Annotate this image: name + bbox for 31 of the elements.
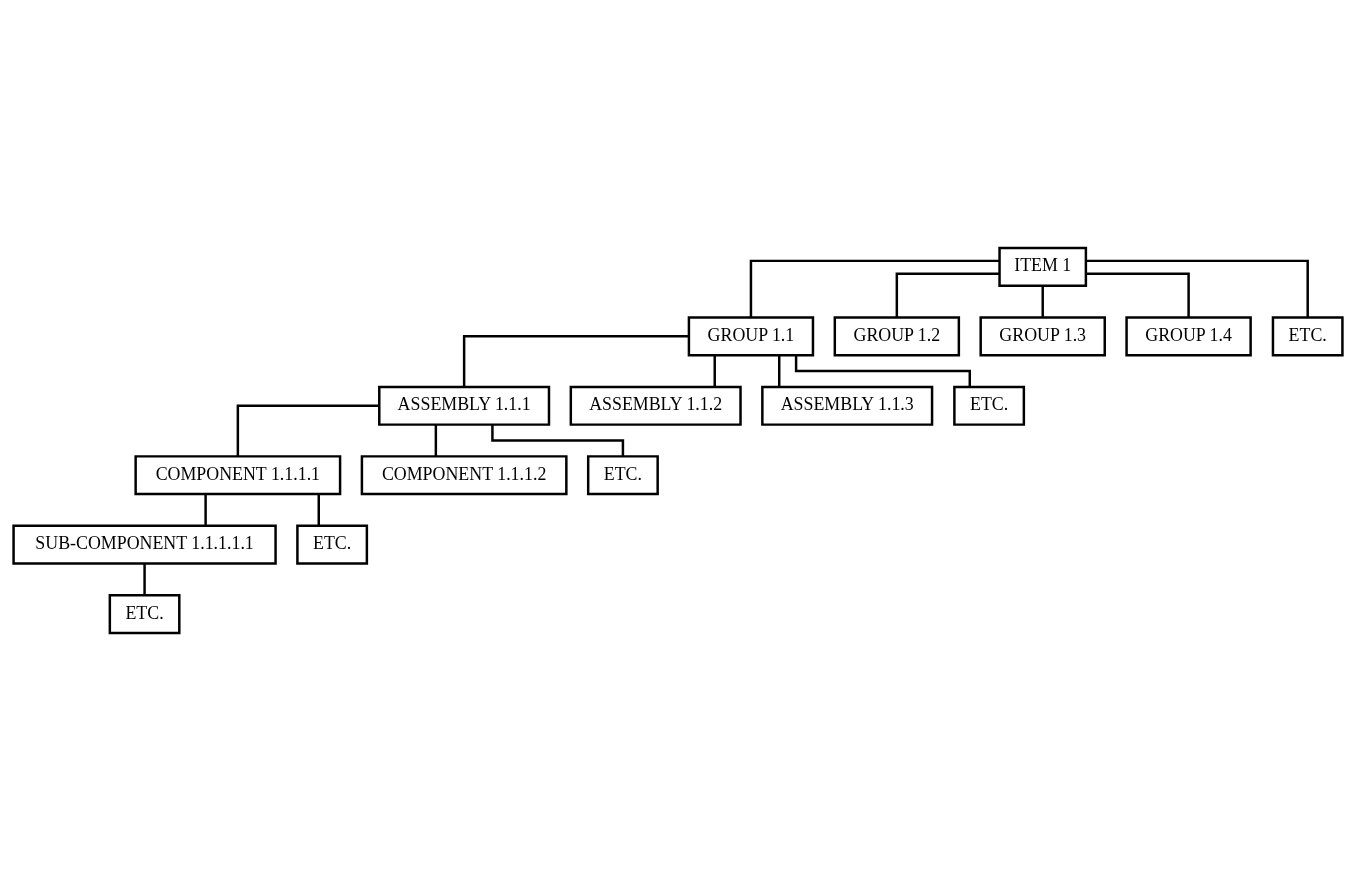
connector — [1041, 285, 1044, 318]
connector — [462, 335, 689, 387]
connector — [713, 355, 716, 387]
connector — [204, 494, 207, 526]
connector — [317, 494, 320, 526]
connector — [434, 424, 438, 457]
node-box: ETC. — [586, 455, 659, 496]
node-box: ETC. — [1271, 316, 1344, 357]
node-box: ASSEMBLY 1.1.3 — [761, 385, 934, 426]
node-box: ETC. — [953, 385, 1026, 426]
node-box: SUB-COMPONENT 1.1.1.1.1 — [12, 524, 277, 565]
node-box: GROUP 1.4 — [1125, 316, 1252, 357]
connector — [749, 259, 1000, 318]
connector — [143, 563, 146, 596]
node-box: ETC. — [108, 594, 181, 635]
node-box: ASSEMBLY 1.1.2 — [569, 385, 742, 426]
connector — [895, 272, 1000, 318]
node-box: GROUP 1.3 — [979, 316, 1106, 357]
connector — [491, 424, 625, 457]
connector — [1086, 259, 1309, 318]
node-box: GROUP 1.2 — [833, 316, 961, 357]
node-box: GROUP 1.1 — [687, 316, 815, 357]
connector — [1086, 272, 1190, 318]
connector — [236, 404, 380, 457]
node-box: ASSEMBLY 1.1.1 — [378, 385, 551, 426]
connector — [778, 355, 781, 387]
node-box: ETC. — [296, 524, 369, 565]
node-box: COMPONENT 1.1.1.2 — [360, 455, 568, 496]
connector — [794, 355, 971, 387]
node-box: ITEM 1 — [998, 246, 1088, 287]
node-box: COMPONENT 1.1.1.1 — [134, 455, 342, 496]
